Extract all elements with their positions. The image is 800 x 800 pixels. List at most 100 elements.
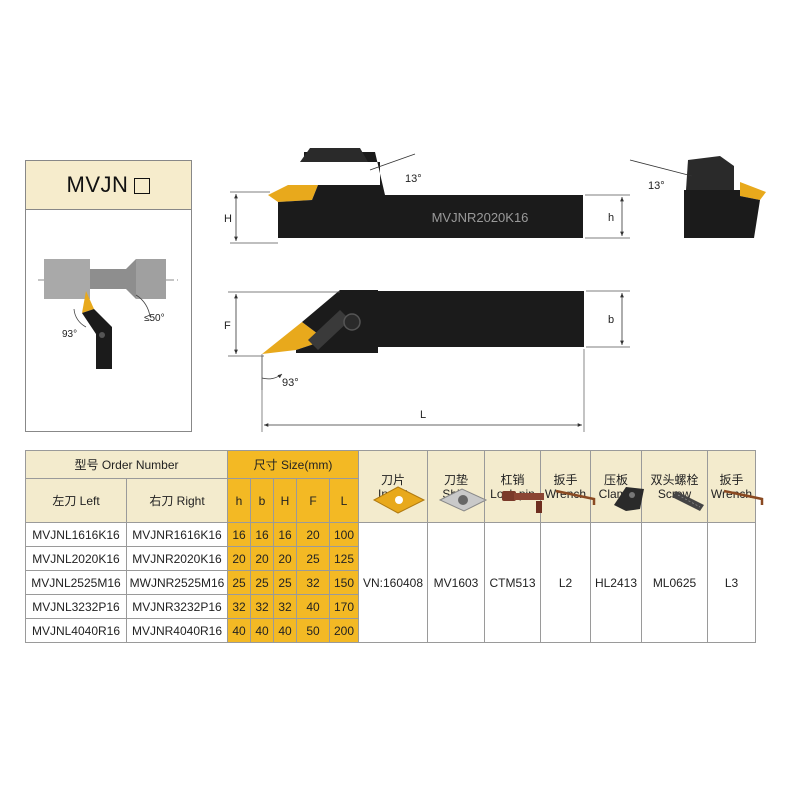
workpiece-left bbox=[44, 259, 90, 299]
dim-b-label: b bbox=[608, 314, 614, 326]
dim-L-label: L bbox=[420, 409, 426, 421]
wrench-icon bbox=[723, 489, 764, 505]
size-F: 40 bbox=[296, 594, 330, 619]
part-header-lock-pin: 杠销Lock pin bbox=[484, 450, 541, 523]
small-angle-max: ≤50° bbox=[144, 313, 165, 324]
col-L-header: L bbox=[329, 478, 359, 523]
wrench-icon bbox=[555, 489, 596, 505]
size-h: 25 bbox=[227, 570, 251, 595]
end-shank bbox=[684, 190, 740, 238]
size-h: 16 bbox=[227, 522, 251, 547]
part-header-insert: 刀片Insert bbox=[358, 450, 428, 523]
small-holder bbox=[82, 309, 112, 369]
model-prefix: MVJN bbox=[66, 172, 129, 197]
size-b: 32 bbox=[250, 594, 274, 619]
insert-value: VN:160408 bbox=[358, 522, 428, 643]
dim-h-label: h bbox=[608, 212, 614, 224]
part-cn: 刀片 bbox=[380, 472, 405, 487]
table-row: MVJNL1616K16 MVJNR1616K16 16 16 16 20 10… bbox=[25, 522, 756, 643]
end-shim bbox=[740, 196, 760, 238]
right-model: MVJNR1616K16 bbox=[126, 522, 228, 547]
small-screw bbox=[99, 332, 105, 338]
left-model: MVJNL1616K16 bbox=[25, 522, 127, 547]
wrench-2-value: L3 bbox=[707, 522, 756, 643]
clamp-value: HL2413 bbox=[590, 522, 642, 643]
lock-pin-icon bbox=[502, 491, 544, 513]
angle-line-right bbox=[629, 159, 693, 177]
size-h: 40 bbox=[227, 618, 251, 643]
size-L: 150 bbox=[329, 570, 359, 595]
part-header-shim: 刀垫Shim bbox=[427, 450, 485, 523]
tool-drawing: MVJNR2020K16 13° H h 13° F bbox=[224, 148, 766, 432]
end-view: 13° bbox=[629, 156, 766, 238]
side-insert bbox=[268, 185, 318, 202]
size-H: 40 bbox=[273, 618, 297, 643]
col-H-header: H bbox=[273, 478, 297, 523]
angle-top-left: 13° bbox=[405, 173, 422, 185]
part-header-screw: 双头螺栓Screw bbox=[641, 450, 708, 523]
right-model: MVJNR4040R16 bbox=[126, 618, 228, 643]
table-row: MVJNL4040R16 MVJNR4040R16 40 40 40 50 20… bbox=[25, 618, 756, 643]
dim-H-label: H bbox=[224, 213, 232, 225]
wrench-value: L2 bbox=[540, 522, 591, 643]
part-cn: 刀垫 bbox=[443, 472, 468, 487]
lock-pin-value: CTM513 bbox=[484, 522, 541, 643]
size-b: 20 bbox=[250, 546, 274, 571]
table-row: MVJNL3232P16 MVJNR3232P16 32 32 32 40 17… bbox=[25, 594, 756, 619]
small-angle-lead: 93° bbox=[62, 329, 77, 340]
left-model: MVJNL3232P16 bbox=[25, 594, 127, 619]
size-H: 16 bbox=[273, 522, 297, 547]
size-header: 尺寸 Size(mm) bbox=[227, 450, 359, 479]
part-cn: 压板 bbox=[603, 472, 628, 487]
model-title: MVJN bbox=[26, 161, 191, 210]
part-cn: 杠销 bbox=[500, 472, 525, 487]
part-cn: 扳手 bbox=[719, 472, 744, 487]
insert-icon bbox=[372, 486, 426, 514]
dim-F-label: F bbox=[224, 320, 231, 332]
size-h: 20 bbox=[227, 546, 251, 571]
size-L: 100 bbox=[329, 522, 359, 547]
size-H: 25 bbox=[273, 570, 297, 595]
left-model: MVJNL2525M16 bbox=[25, 570, 127, 595]
application-sketch: 93° ≤50° bbox=[38, 259, 178, 369]
top-shank bbox=[378, 291, 584, 347]
lead-angle-arc bbox=[73, 308, 87, 328]
left-model: MVJNL4040R16 bbox=[25, 618, 127, 643]
table-row: MVJNL2525M16 MWJNR2525M16 25 25 25 32 15… bbox=[25, 570, 756, 595]
size-F: 25 bbox=[296, 546, 330, 571]
angle-line-left bbox=[369, 153, 416, 171]
size-H: 32 bbox=[273, 594, 297, 619]
workpiece-right bbox=[136, 259, 166, 299]
right-model: MVJNR3232P16 bbox=[126, 594, 228, 619]
side-shank bbox=[278, 152, 583, 238]
size-b: 25 bbox=[250, 570, 274, 595]
top-insert bbox=[262, 322, 326, 354]
side-clamp bbox=[300, 148, 368, 162]
shank-marking: MVJNR2020K16 bbox=[432, 210, 529, 225]
side-view: MVJNR2020K16 13° H h bbox=[224, 148, 630, 244]
size-L: 125 bbox=[329, 546, 359, 571]
small-insert bbox=[82, 291, 94, 313]
size-L: 200 bbox=[329, 618, 359, 643]
left-model: MVJNL2020K16 bbox=[25, 546, 127, 571]
top-screw bbox=[343, 313, 361, 331]
end-clamp bbox=[686, 156, 734, 190]
header-row-2: 左刀 Left 右刀 Right h b H F L bbox=[25, 478, 756, 523]
spec-table: 型号 Order Number 尺寸 Size(mm) 刀片Insert 刀垫S… bbox=[25, 450, 756, 643]
clamp-icon bbox=[614, 487, 644, 511]
angle-lead: 93° bbox=[282, 377, 299, 389]
top-clamp bbox=[308, 310, 350, 350]
size-h: 32 bbox=[227, 594, 251, 619]
table-row: MVJNL2020K16 MVJNR2020K16 20 20 20 25 12… bbox=[25, 546, 756, 571]
right-header: 右刀 Right bbox=[126, 478, 228, 523]
part-cn: 扳手 bbox=[553, 472, 578, 487]
max-angle-arc bbox=[135, 294, 151, 318]
col-b-header: b bbox=[250, 478, 274, 523]
model-panel: MVJN 93° ≤50° bbox=[25, 160, 192, 432]
size-H: 20 bbox=[273, 546, 297, 571]
screw-value: ML0625 bbox=[641, 522, 708, 643]
part-cn: 双头螺栓 bbox=[650, 472, 699, 487]
